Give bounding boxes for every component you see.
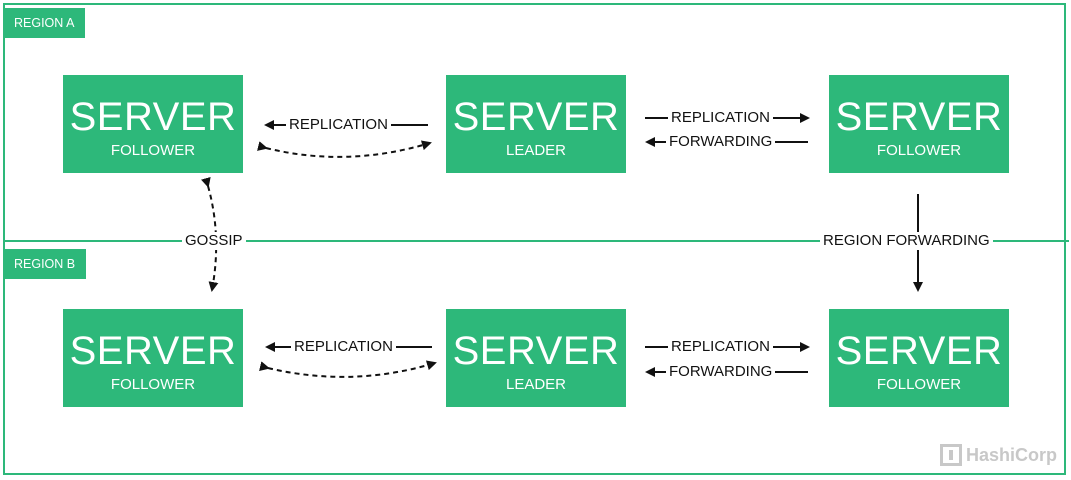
- server-a-follower-left: SERVER FOLLOWER: [63, 75, 243, 173]
- label-b-right-replication: REPLICATION: [668, 338, 773, 356]
- watermark-text: HashiCorp: [965, 444, 1057, 465]
- label-region-forwarding: REGION FORWARDING: [820, 232, 993, 250]
- label-a-left-replication: REPLICATION: [286, 116, 391, 134]
- server-a-follower-right: SERVER FOLLOWER: [829, 75, 1009, 173]
- region-a-frame: [3, 3, 1066, 475]
- server-b-follower-left: SERVER FOLLOWER: [63, 309, 243, 407]
- arrow-b-left-dashed: [259, 360, 437, 378]
- label-b-left-replication: REPLICATION: [291, 338, 396, 356]
- server-title: SERVER: [835, 95, 1003, 139]
- server-role: FOLLOWER: [876, 376, 962, 393]
- server-role: FOLLOWER: [110, 376, 196, 393]
- server-role: LEADER: [505, 376, 567, 393]
- server-a-leader: SERVER LEADER: [446, 75, 626, 173]
- server-b-follower-right: SERVER FOLLOWER: [829, 309, 1009, 407]
- region-a-label: REGION A: [3, 8, 86, 38]
- label-gossip: GOSSIP: [182, 232, 246, 250]
- arrow-gossip: [201, 176, 219, 292]
- arrow-a-left-dashed: [257, 140, 432, 158]
- server-title: SERVER: [835, 329, 1003, 373]
- server-role: FOLLOWER: [876, 142, 962, 159]
- server-role: FOLLOWER: [110, 142, 196, 159]
- label-b-right-forwarding: FORWARDING: [666, 363, 776, 381]
- hashicorp-logo-icon: [939, 444, 962, 466]
- server-title: SERVER: [452, 95, 620, 139]
- hashicorp-watermark: HashiCorp: [939, 444, 1057, 466]
- server-title: SERVER: [452, 329, 620, 373]
- server-b-leader: SERVER LEADER: [446, 309, 626, 407]
- region-b-label: REGION B: [3, 249, 87, 279]
- label-a-right-replication: REPLICATION: [668, 109, 773, 127]
- label-a-right-forwarding: FORWARDING: [666, 133, 776, 151]
- server-title: SERVER: [69, 95, 237, 139]
- server-role: LEADER: [505, 142, 567, 159]
- region-divider: [3, 240, 1069, 242]
- server-title: SERVER: [69, 329, 237, 373]
